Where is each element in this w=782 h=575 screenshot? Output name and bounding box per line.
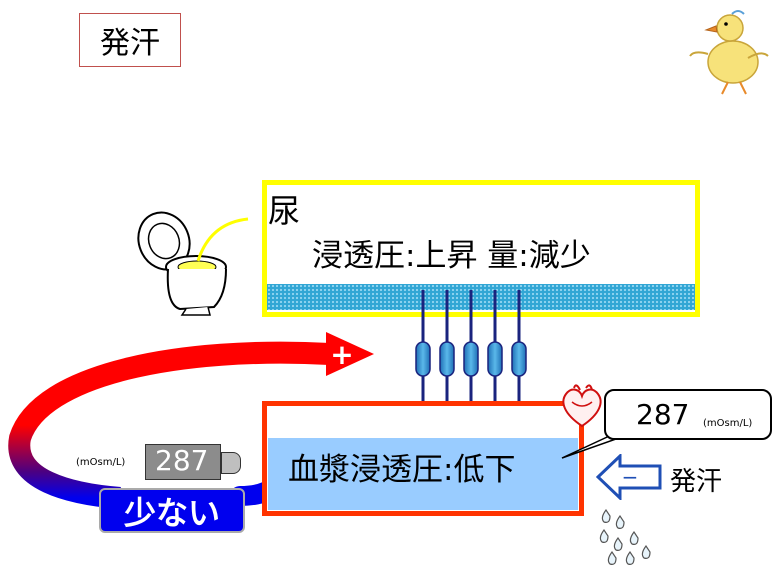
scarce-label: 少ない (99, 488, 245, 533)
page-title: 発汗 (79, 13, 181, 67)
urine-label: 尿 (268, 192, 301, 230)
tank-unit: (mOsm/L) (76, 457, 126, 468)
plasma-fill (268, 438, 578, 510)
sweat-arrow: − (596, 454, 662, 500)
channel-5: + (511, 290, 527, 427)
tank-value: 287 (155, 444, 209, 477)
feedback-plus-sign: + (330, 338, 353, 371)
sweat-label: 発汗 (670, 467, 723, 497)
toilet-icon (137, 211, 249, 316)
osmolality-tank (145, 444, 221, 480)
chick-icon (689, 10, 769, 95)
osmolality-callout (604, 389, 772, 440)
urine-tubule-band (267, 284, 695, 310)
sweat-arrow-sign: − (622, 465, 639, 489)
sweat-drops-icon (599, 508, 651, 565)
callout-unit: (mOsm/L) (703, 418, 753, 429)
urine-status: 浸透圧:上昇 量:減少 (312, 238, 591, 274)
heart-icon (562, 384, 602, 428)
callout-value: 287 (636, 398, 690, 431)
plasma-status: 血漿浸透圧:低下 (288, 452, 516, 488)
tank-cap (221, 452, 241, 474)
